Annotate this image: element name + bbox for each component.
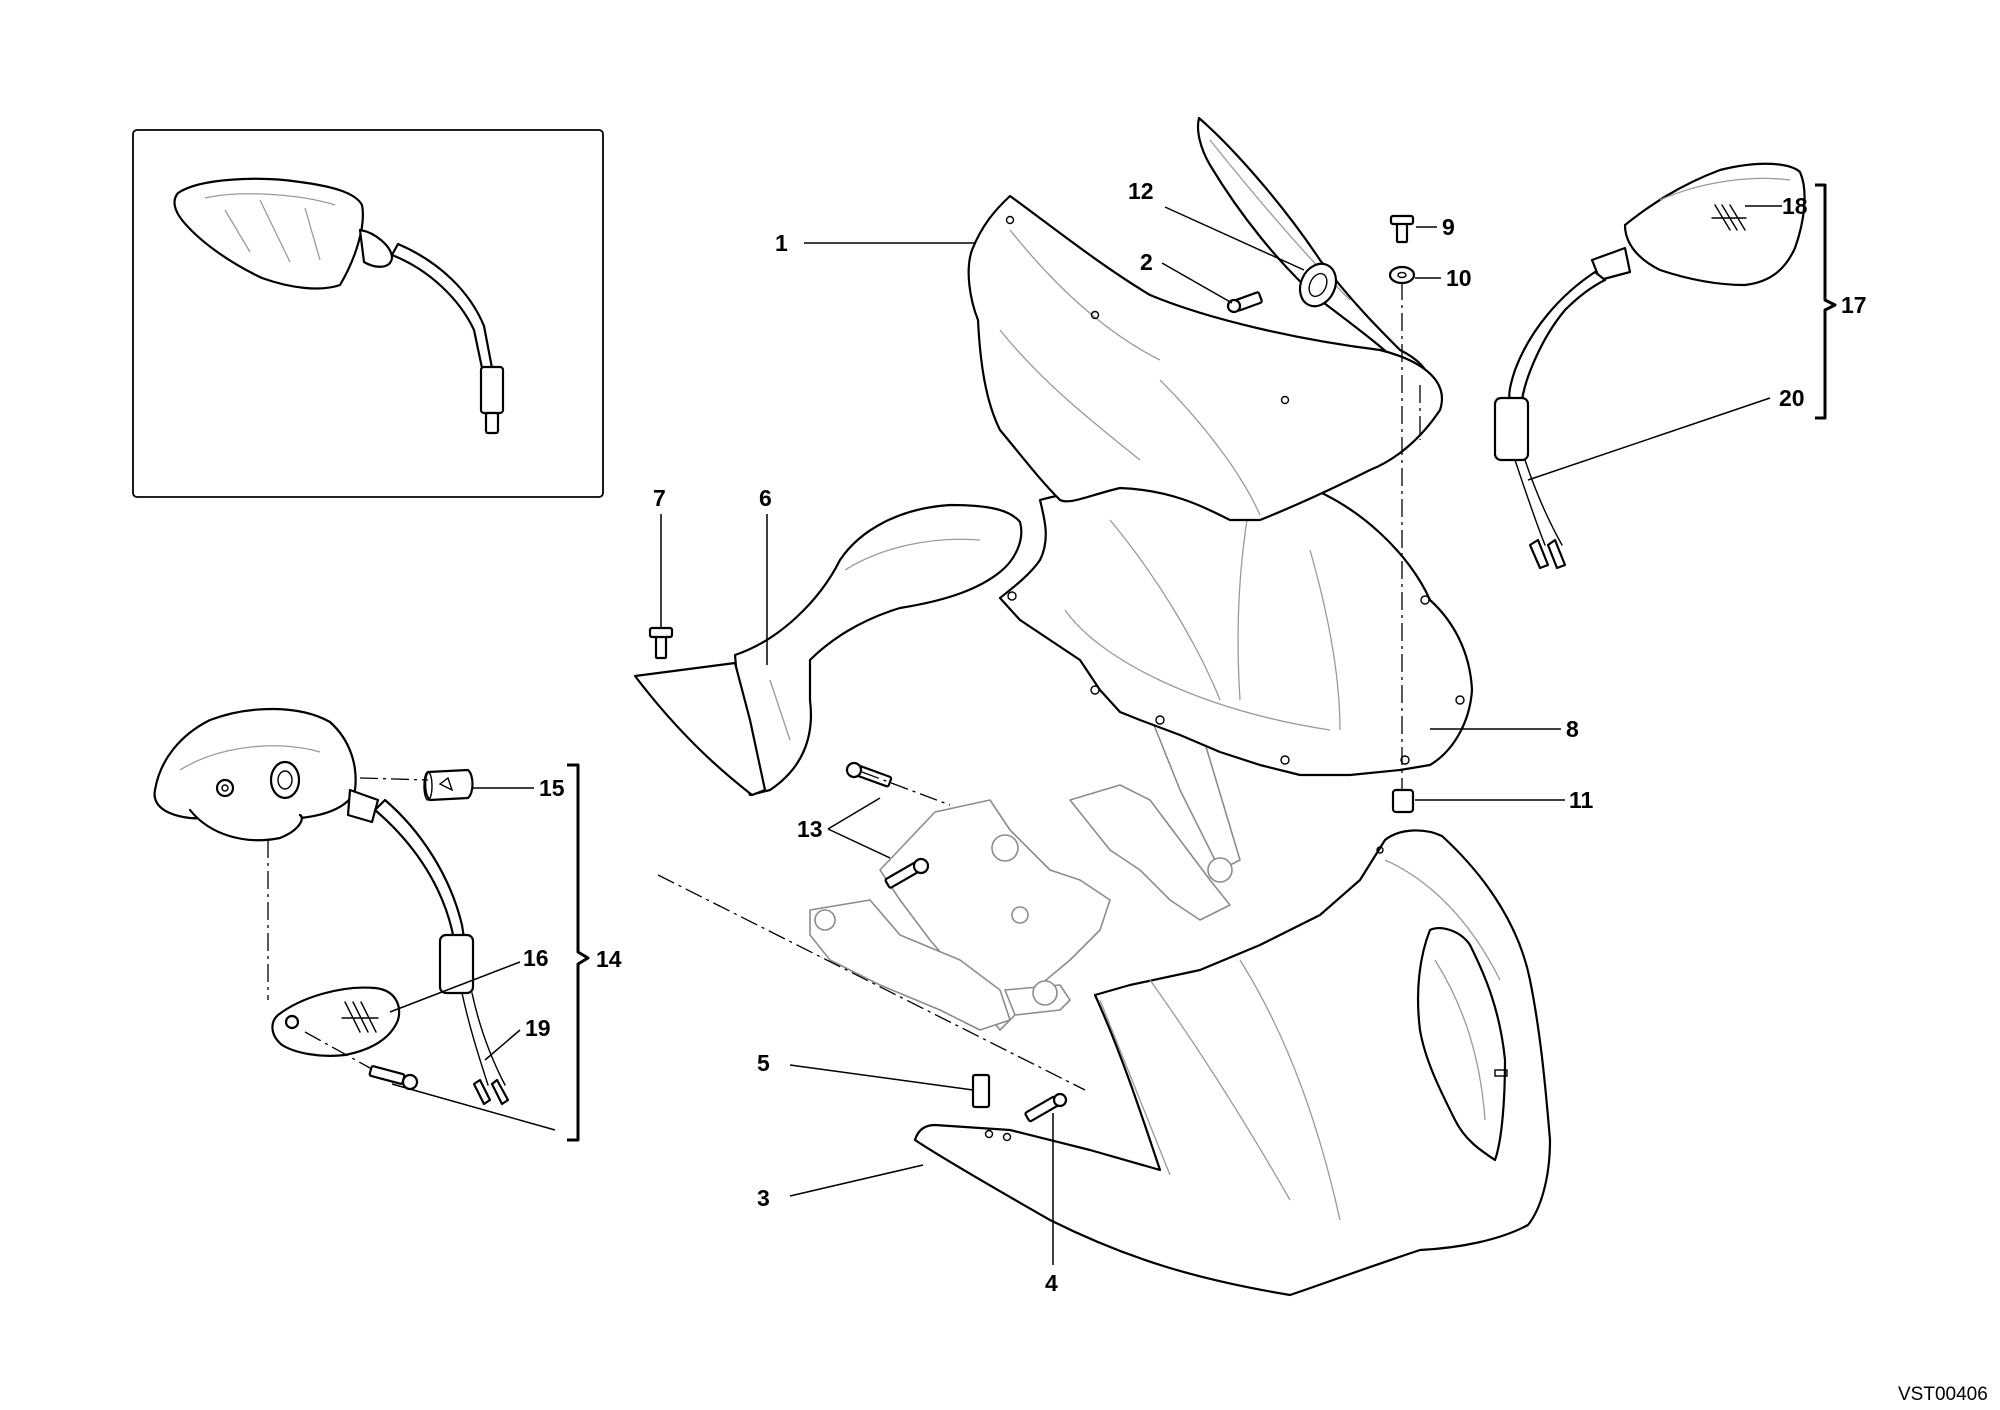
grommet-12[interactable] [1293,258,1342,312]
screw-7[interactable] [648,626,674,660]
assembly-axes [267,282,1421,1091]
callout-17: 17 [1841,292,1867,318]
callout-5: 5 [757,1050,770,1076]
inset-mirror[interactable] [173,177,505,435]
callout-4: 4 [1045,1270,1058,1296]
upper-fairing-1[interactable] [967,194,1443,522]
callout-7: 7 [653,485,666,511]
callout-1: 1 [775,230,788,256]
callout-15: 15 [539,775,565,801]
callout-12: 12 [1128,178,1154,204]
callout-20: 20 [1779,385,1805,411]
inner-fairing-8[interactable] [998,480,1474,777]
screw-9[interactable] [1389,214,1415,244]
callout-2: 2 [1140,249,1153,275]
air-duct-6[interactable] [633,503,1023,797]
inset-mirror-panel [132,129,604,498]
leader-lines [389,205,1782,1265]
screw-4[interactable] [1024,1092,1068,1123]
spacer-5[interactable] [971,1073,991,1109]
callout-13: 13 [797,816,823,842]
lower-fairing-3[interactable] [913,829,1552,1297]
callout-18: 18 [1782,193,1808,219]
washer-10[interactable] [1388,265,1416,285]
callout-8: 8 [1566,716,1579,742]
fairing-subframe [809,709,1241,1031]
callout-16: 16 [523,945,549,971]
group-brackets [567,183,1837,1142]
callout-19: 19 [525,1015,551,1041]
callout-14: 14 [596,946,622,972]
drawing-code: VST00406 [1898,1384,1988,1405]
nut-11[interactable] [1391,788,1415,814]
callout-10: 10 [1446,265,1472,291]
callout-11: 11 [1569,787,1594,813]
callout-6: 6 [759,485,772,511]
callout-3: 3 [757,1185,770,1211]
left-mirror-14[interactable] [153,707,510,1106]
callout-labels: 1 2 3 4 5 6 7 8 9 10 11 12 13 14 15 16 1… [523,178,1988,1405]
callout-9: 9 [1442,214,1455,240]
right-mirror-17[interactable] [1493,162,1806,570]
screw-2[interactable] [1226,291,1263,314]
